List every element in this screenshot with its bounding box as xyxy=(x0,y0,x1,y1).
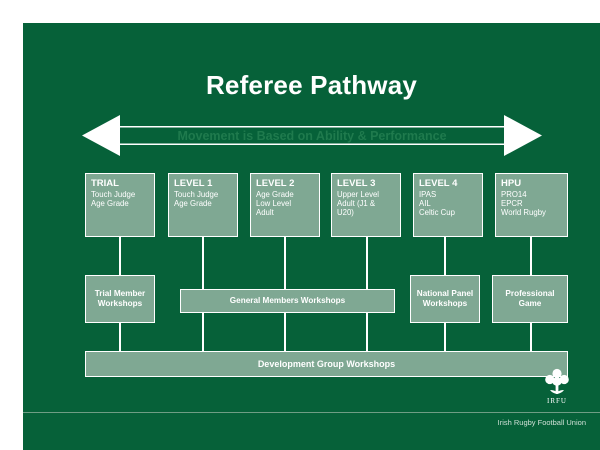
connector-general-ws-down-2 xyxy=(284,313,286,351)
level-detail: Upper Level xyxy=(337,190,380,199)
workshop-box-trial-member[interactable]: Trial Member Workshops xyxy=(85,275,155,323)
workshop-box-general-members[interactable]: General Members Workshops xyxy=(180,289,395,313)
workshop-box-national-panel[interactable]: National Panel Workshops xyxy=(410,275,480,323)
connector-pro-game-down xyxy=(530,323,532,351)
level-detail: Touch Judge xyxy=(174,190,219,199)
connector-hpu xyxy=(530,237,532,275)
level-title: LEVEL 2 xyxy=(256,178,295,189)
connector-level-2 xyxy=(284,237,286,289)
level-detail: AIL xyxy=(419,199,431,209)
banner-label: Movement is Based on Ability & Performan… xyxy=(177,128,447,143)
level-box-level-4[interactable]: LEVEL 4 IPAS AIL Celtic Cup xyxy=(413,173,483,237)
double-arrow-icon xyxy=(82,115,542,156)
movement-arrow-banner: Movement is Based on Ability & Performan… xyxy=(82,113,542,158)
level-detail: Adult xyxy=(256,208,274,218)
footer-organisation: Irish Rugby Football Union xyxy=(497,418,586,427)
level-box-trial[interactable]: TRIAL Touch Judge Age Grade xyxy=(85,173,155,237)
level-detail: World Rugby xyxy=(501,208,546,218)
connector-level-4 xyxy=(444,237,446,275)
level-detail: Touch Judge xyxy=(91,190,136,199)
level-detail: Celtic Cup xyxy=(419,208,455,218)
connector-level-1 xyxy=(202,237,204,289)
page-title: Referee Pathway xyxy=(205,70,418,100)
level-detail: Low Level xyxy=(256,199,292,209)
level-detail: Age Grade xyxy=(91,199,129,209)
workshop-box-development-group[interactable]: Development Group Workshops xyxy=(85,351,568,377)
level-detail: Age Grade xyxy=(256,190,294,199)
level-title: LEVEL 4 xyxy=(419,178,458,189)
connector-trial xyxy=(119,237,121,275)
level-box-level-1[interactable]: LEVEL 1 Touch Judge Age Grade xyxy=(168,173,238,237)
irfu-logo: IRFU xyxy=(532,366,582,408)
level-box-level-3[interactable]: LEVEL 3 Upper Level Adult (J1 & U20) xyxy=(331,173,401,237)
level-detail: U20) xyxy=(337,208,354,218)
workshop-box-professional-game[interactable]: Professional Game xyxy=(492,275,568,323)
irfu-wordmark: IRFU xyxy=(547,397,567,405)
level-title: TRIAL xyxy=(91,178,119,189)
level-detail: EPCR xyxy=(501,199,523,209)
level-box-hpu[interactable]: HPU PRO14 EPCR World Rugby xyxy=(495,173,568,237)
footer-divider xyxy=(23,412,600,413)
connector-trial-ws-down xyxy=(119,323,121,351)
level-box-level-2[interactable]: LEVEL 2 Age Grade Low Level Adult xyxy=(250,173,320,237)
level-detail: Age Grade xyxy=(174,199,212,209)
connector-level-3 xyxy=(366,237,368,289)
slide-panel: Referee Pathway Movement is Based on Abi… xyxy=(23,23,600,450)
level-title: LEVEL 1 xyxy=(174,178,213,189)
level-title: HPU xyxy=(501,178,522,189)
level-title: LEVEL 3 xyxy=(337,178,376,189)
connector-general-ws-down-3 xyxy=(366,313,368,351)
level-detail: IPAS xyxy=(419,190,437,199)
shamrock-icon xyxy=(545,368,569,394)
level-detail: Adult (J1 & xyxy=(337,199,376,209)
connector-general-ws-down-1 xyxy=(202,313,204,351)
connector-national-ws-down xyxy=(444,323,446,351)
level-detail: PRO14 xyxy=(501,190,527,199)
